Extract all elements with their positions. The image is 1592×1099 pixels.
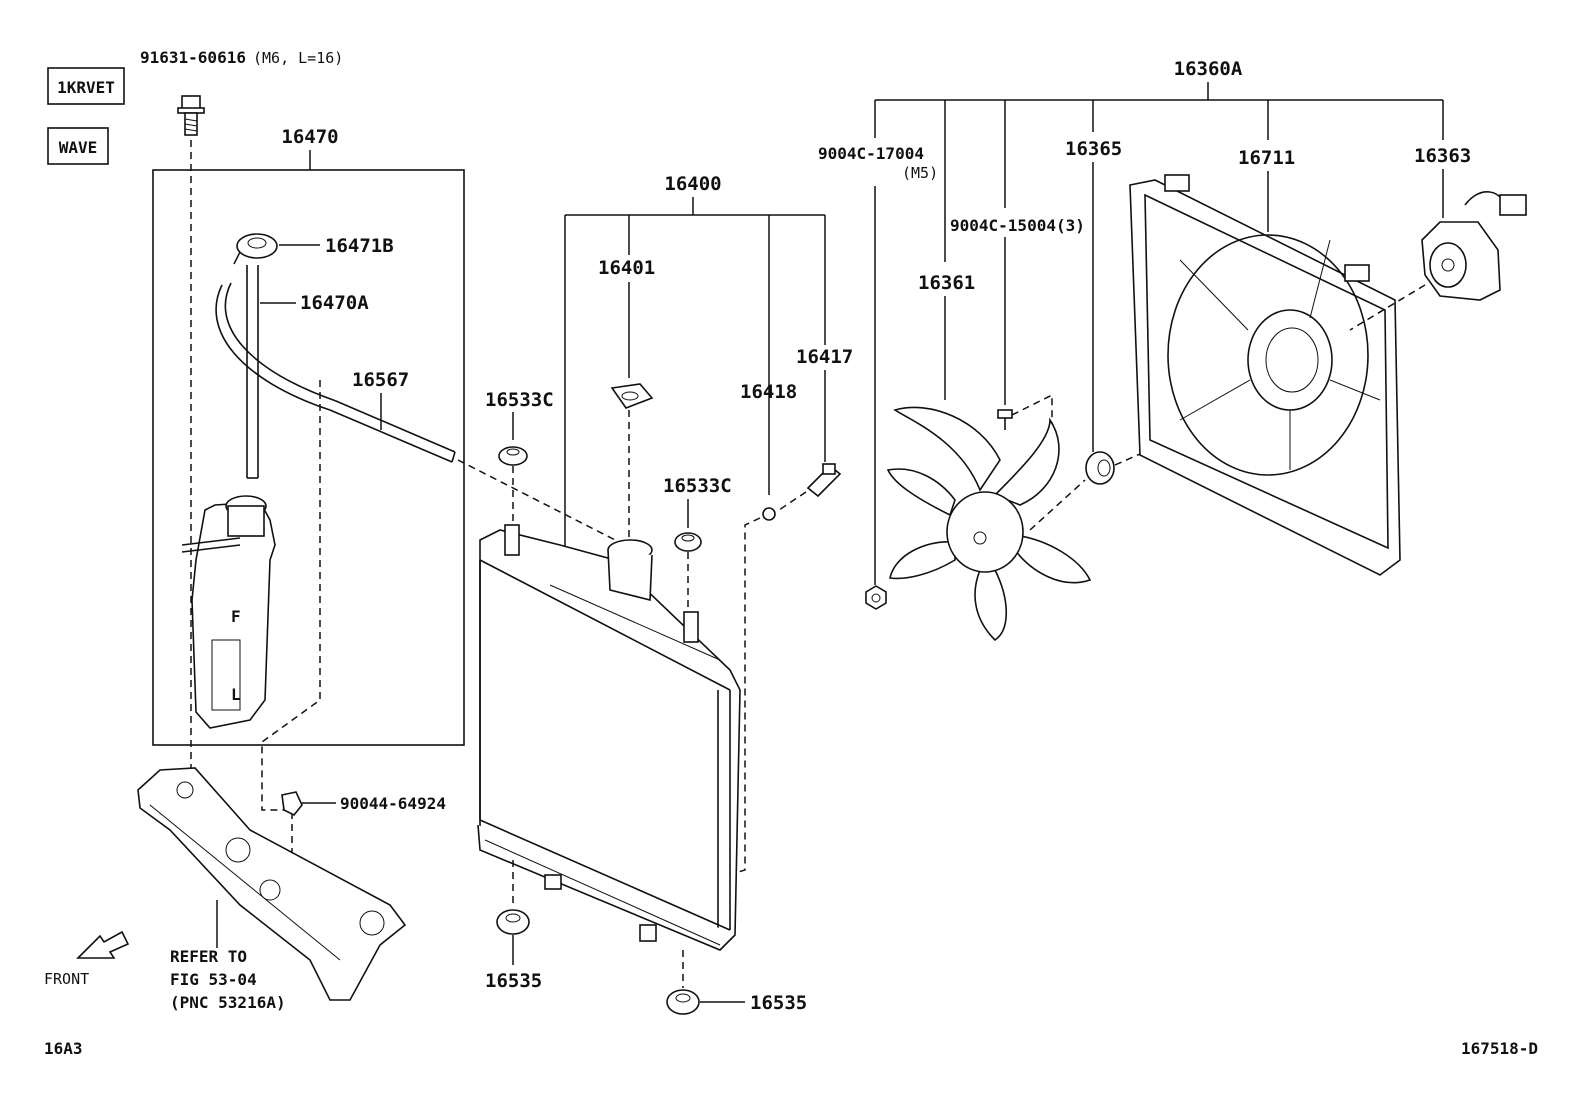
label-16417: 16417 (796, 346, 853, 368)
refer-line-2: FIG 53-04 (170, 970, 257, 989)
cushion-16533c-1-part (498, 446, 528, 466)
label-16533c-1: 16533C (485, 389, 554, 411)
hose-16567-part (215, 282, 456, 463)
nut-9004c-17004-part (865, 585, 887, 610)
fan-blade-16361-part (886, 406, 1092, 642)
tank-assembly-box (152, 169, 465, 746)
label-9004c-15004: 9004C-15004(3) (950, 216, 1085, 235)
refer-line-1: REFER TO (170, 947, 247, 966)
radiator-core-part (477, 524, 741, 951)
washer-16365-part (1085, 451, 1115, 485)
label-16418: 16418 (740, 381, 797, 403)
label-16711: 16711 (1238, 147, 1295, 169)
fan-shroud-16711-part (1129, 174, 1401, 576)
label-9004c-17004-spec: (M5) (902, 164, 938, 182)
engine-code-1krvet: 1KRVET (57, 78, 115, 97)
label-16361: 16361 (918, 272, 975, 294)
drain-cock-16417-part (806, 463, 842, 498)
front-label: FRONT (44, 970, 89, 988)
svg-text:F: F (231, 607, 241, 626)
label-16401: 16401 (598, 257, 655, 279)
label-16471b: 16471B (325, 235, 394, 257)
footer-left-code: 16A3 (44, 1039, 83, 1058)
engine-code-badge-wave: WAVE (47, 127, 109, 165)
cushion-16535-2-part (666, 989, 700, 1015)
label-16365: 16365 (1065, 138, 1122, 160)
label-16533c-2: 16533C (663, 475, 732, 497)
engine-code-badge-1krvet: 1KRVET (47, 67, 125, 105)
cushion-16535-1-part (496, 909, 530, 935)
svg-text:L: L (231, 685, 241, 704)
plug-16418-part (762, 507, 776, 521)
label-91631-spec: (M6, L=16) (253, 49, 343, 67)
screw-9004c-15004-part (997, 409, 1013, 430)
cap-16471b-part (233, 233, 278, 265)
label-16535-1: 16535 (485, 970, 542, 992)
footer-right-code: 167518-D (1461, 1039, 1538, 1058)
label-16400: 16400 (664, 173, 721, 195)
label-16360a: 16360A (1174, 58, 1243, 80)
clip-90044-part (281, 791, 303, 817)
label-16470: 16470 (281, 126, 338, 148)
refer-line-3: (PNC 53216A) (170, 993, 286, 1012)
cushion-16533c-2-part (674, 532, 702, 552)
bolt-91631-part (177, 95, 205, 136)
label-16535-2: 16535 (750, 992, 807, 1014)
engine-code-wave: WAVE (59, 138, 98, 157)
label-9004c-17004: 9004C-17004 (818, 144, 924, 163)
crossmember-part (137, 767, 407, 1001)
radiator-cap-16401-part (610, 383, 654, 409)
label-16470a: 16470A (300, 292, 369, 314)
label-16363: 16363 (1414, 145, 1471, 167)
label-16567: 16567 (352, 369, 409, 391)
reserve-tank-part: F L (181, 495, 276, 729)
label-91631: 91631-60616 (140, 48, 246, 67)
fan-motor-16363-part (1421, 191, 1527, 301)
hose-16470a-part (246, 265, 259, 479)
front-arrow-icon (76, 930, 130, 959)
label-90044: 90044-64924 (340, 794, 446, 813)
